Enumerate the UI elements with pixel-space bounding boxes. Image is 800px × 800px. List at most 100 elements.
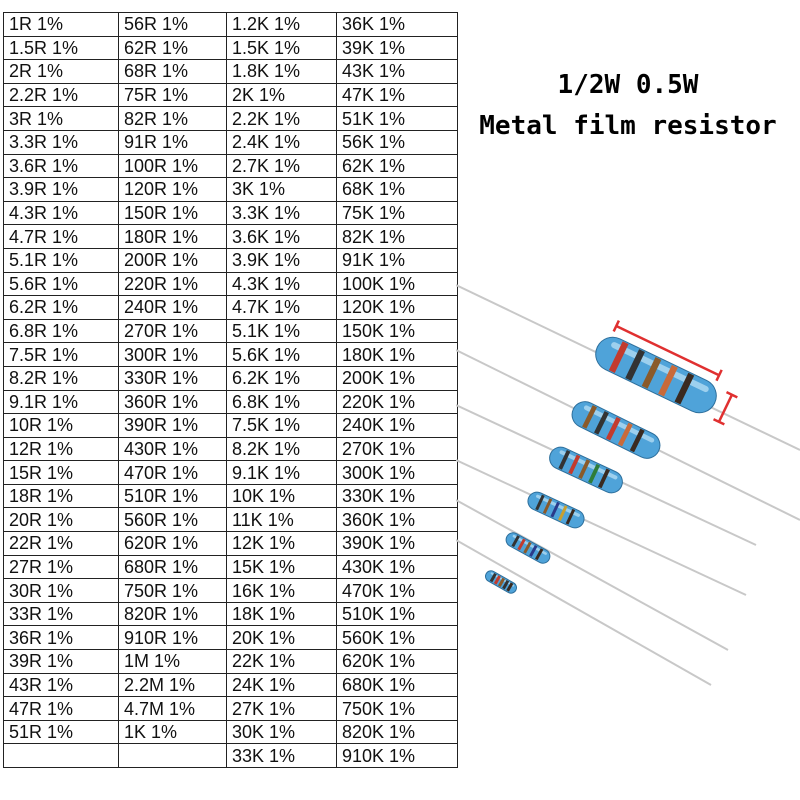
- resistor-value-cell: 220R 1%: [118, 271, 227, 297]
- resistor-value-cell: 680K 1%: [336, 672, 458, 698]
- resistor-value-cell: 2K 1%: [226, 82, 337, 108]
- table-row: 4.7R 1%180R 1%3.6K 1%82K 1%: [3, 224, 458, 249]
- resistor-value-cell: 6.2R 1%: [3, 295, 119, 320]
- resistor-value-cell: 8.2R 1%: [3, 365, 119, 391]
- color-band: [605, 416, 621, 441]
- resistor-value-cell: 300K 1%: [336, 460, 458, 485]
- table-row: 6.8R 1%270R 1%5.1K 1%150K 1%: [3, 318, 458, 344]
- color-band: [588, 463, 601, 484]
- resistor-value-cell: 30K 1%: [226, 719, 337, 745]
- resistor-value-cell: 5.1K 1%: [226, 318, 337, 344]
- resistor-value-cell: 75R 1%: [118, 82, 227, 108]
- resistor-value-cell: 68R 1%: [118, 59, 227, 84]
- resistor-value-cell: 120R 1%: [118, 177, 227, 202]
- resistor-value-cell: 470R 1%: [118, 460, 227, 485]
- table-row: 12R 1%430R 1%8.2K 1%270K 1%: [3, 436, 458, 462]
- table-row: 7.5R 1%300R 1%5.6K 1%180K 1%: [3, 342, 458, 367]
- resistor-value-cell: 1.8K 1%: [226, 59, 337, 84]
- color-band: [550, 501, 560, 518]
- resistor-casing: [549, 446, 623, 494]
- resistor-value-cell: 10K 1%: [226, 483, 337, 509]
- color-band: [558, 505, 568, 522]
- resistor-value-cell: 16K 1%: [226, 578, 337, 603]
- resistor-value-cell: 4.3R 1%: [3, 200, 119, 226]
- resistor-value-cell: 6.2K 1%: [226, 365, 337, 391]
- resistor-value-cell: 2R 1%: [3, 59, 119, 84]
- resistor-body: [595, 320, 738, 426]
- resistor-value-cell: 510R 1%: [118, 483, 227, 509]
- resistor-value-cell: 1.5R 1%: [3, 35, 119, 61]
- color-band: [535, 494, 545, 511]
- color-band: [625, 349, 645, 381]
- resistor-value-cell: 360R 1%: [118, 389, 227, 415]
- resistor-value-cell: 430K 1%: [336, 554, 458, 580]
- color-band: [506, 582, 514, 592]
- resistor-value-cell: 39R 1%: [3, 649, 119, 674]
- table-row: 18R 1%510R 1%10K 1%330K 1%: [3, 483, 458, 509]
- length-dimension-marker: [612, 320, 723, 382]
- resistor-body: [571, 401, 661, 459]
- color-band: [517, 538, 526, 551]
- resistor-value-cell: 4.7K 1%: [226, 295, 337, 320]
- resistor-value-cell: 910K 1%: [336, 743, 458, 768]
- resistor-value-cell: 2.2R 1%: [3, 82, 119, 108]
- resistor-value-cell: 180R 1%: [118, 224, 227, 249]
- resistor-value-cell: 150K 1%: [336, 318, 458, 344]
- table-row: 15R 1%470R 1%9.1K 1%300K 1%: [3, 460, 458, 485]
- resistor-value-cell: 3.9K 1%: [226, 247, 337, 273]
- resistor-value-cell: 8.2K 1%: [226, 436, 337, 462]
- resistor-value-cell: 3.3R 1%: [3, 129, 119, 155]
- table-row: 47R 1%4.7M 1%27K 1%750K 1%: [3, 696, 458, 721]
- resistor-value-cell: 20K 1%: [226, 625, 337, 651]
- color-band: [568, 454, 581, 475]
- resistor-value-cell: 820K 1%: [336, 719, 458, 745]
- resistor-value-cell: 10R 1%: [3, 413, 119, 438]
- resistor-value-cell: 820R 1%: [118, 601, 227, 627]
- color-band: [493, 575, 501, 585]
- resistor-body: [505, 532, 551, 564]
- resistor-value-cell: 2.4K 1%: [226, 129, 337, 155]
- resistor-value-cell: 560K 1%: [336, 625, 458, 651]
- color-band: [534, 548, 544, 561]
- resistor-value-cell: 1.2K 1%: [226, 12, 337, 37]
- resistor-value-cell: 39K 1%: [336, 35, 458, 61]
- resistor-value-cell: 56R 1%: [118, 12, 227, 37]
- resistor-value-cell: 91R 1%: [118, 129, 227, 155]
- resistor-value-cell: 82K 1%: [336, 224, 458, 249]
- resistor-value-cell: 5.6R 1%: [3, 271, 119, 297]
- resistor-value-cell: 200R 1%: [118, 247, 227, 273]
- resistor-value-cell: 24K 1%: [226, 672, 337, 698]
- resistor-value-cell: 18K 1%: [226, 601, 337, 627]
- resistor-value-cell: 47K 1%: [336, 82, 458, 108]
- table-row: 51R 1%1K 1%30K 1%820K 1%: [3, 719, 458, 745]
- resistor-value-cell: 100R 1%: [118, 153, 227, 179]
- resistor-value-cell: 240R 1%: [118, 295, 227, 320]
- table-row: 33R 1%820R 1%18K 1%510K 1%: [3, 601, 458, 627]
- resistor-value-cell: [3, 743, 119, 768]
- resistor-value-cell: 33R 1%: [3, 601, 119, 627]
- resistor-value-cell: 560R 1%: [118, 507, 227, 533]
- resistor-value-cell: 15R 1%: [3, 460, 119, 485]
- resistor-lead: [456, 539, 712, 686]
- resistor-value-cell: 15K 1%: [226, 554, 337, 580]
- resistor-value-cell: 300R 1%: [118, 342, 227, 367]
- resistor-value-cell: 200K 1%: [336, 365, 458, 391]
- resistor-value-cell: 7.5R 1%: [3, 342, 119, 367]
- color-band: [511, 535, 520, 548]
- resistor-lead: [456, 459, 747, 596]
- resistor-value-cell: 12K 1%: [226, 531, 337, 556]
- resistor-value-cell: 120K 1%: [336, 295, 458, 320]
- resistor-value-cell: 7.5K 1%: [226, 413, 337, 438]
- resistor-body: [485, 570, 517, 594]
- resistor-value-cell: 9.1K 1%: [226, 460, 337, 485]
- color-band: [658, 364, 678, 397]
- product-title: 1/2W 0.5W Metal film resistor: [456, 68, 800, 144]
- resistor-value-cell: 43K 1%: [336, 59, 458, 84]
- resistor-value-cell: 36K 1%: [336, 12, 458, 37]
- resistor-value-cell: 430R 1%: [118, 436, 227, 462]
- color-band: [489, 572, 497, 583]
- resistor-value-cell: [118, 743, 227, 768]
- resistor-value-cell: 1M 1%: [118, 649, 227, 674]
- table-row: 3R 1%82R 1%2.2K 1%51K 1%: [3, 106, 458, 131]
- product-type-heading: Metal film resistor: [479, 111, 777, 141]
